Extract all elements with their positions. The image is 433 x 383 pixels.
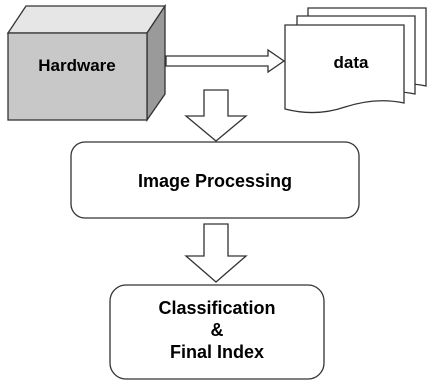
hardware-cube xyxy=(6,3,167,123)
hardware-label: Hardware xyxy=(38,56,116,75)
image-processing-box xyxy=(70,141,360,219)
arrow-hardware-to-data xyxy=(165,48,286,74)
arrow-hardware-to-image-processing xyxy=(184,89,248,142)
classification-line-1: Classification xyxy=(158,298,276,318)
classification-line-3: Final Index xyxy=(169,342,265,362)
classification-label: Classification & Final Index xyxy=(110,297,324,363)
classification-box xyxy=(109,284,325,380)
data-label: data xyxy=(333,53,369,72)
image-processing-label: Image Processing xyxy=(137,171,293,191)
arrow-image-processing-to-classification xyxy=(184,223,248,283)
classification-line-2: & xyxy=(210,320,224,340)
data-documents xyxy=(284,7,427,114)
